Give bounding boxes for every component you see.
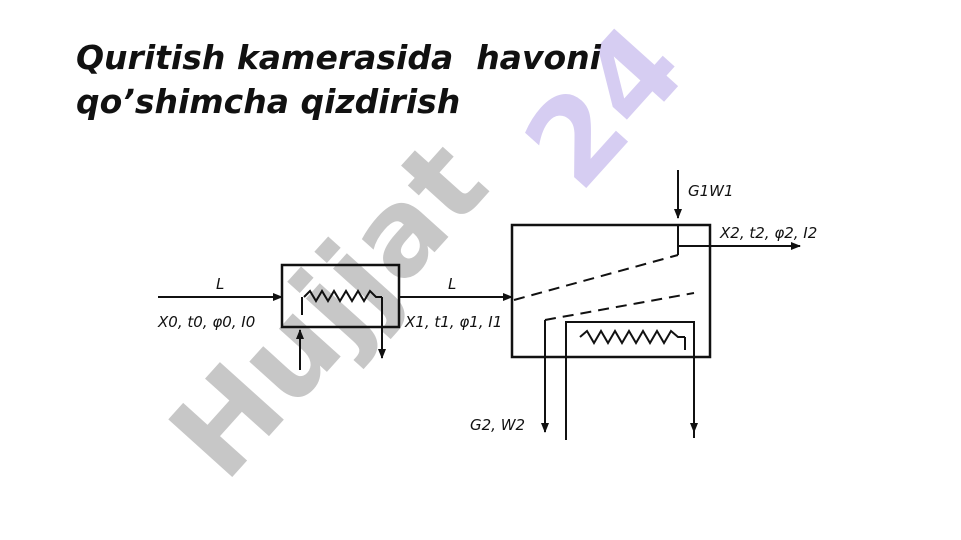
label-state-1: X1, t1, φ1, I1 [404, 313, 502, 331]
title-line-2: qo’shimcha qizdirish [76, 82, 461, 121]
material-path-upper [513, 254, 679, 301]
reheater-coil [579, 329, 685, 345]
page-title: Quritish kamerasida havoni qo’shimcha qi… [76, 36, 601, 124]
label-state-0: X0, t0, φ0, I0 [157, 313, 255, 331]
title-line-1: Quritish kamerasida havoni [76, 38, 601, 77]
reheater-box [565, 321, 695, 438]
label-L-inlet: L [216, 275, 224, 293]
label-G1W1: G1W1 [688, 182, 734, 200]
heater-coil [303, 289, 382, 303]
label-G2W2: G2, W2 [470, 416, 525, 434]
label-state-2: X2, t2, φ2, I2 [719, 224, 817, 242]
label-L-middle: L [448, 275, 456, 293]
drying-chamber [510, 223, 712, 359]
material-path-lower [544, 292, 695, 321]
